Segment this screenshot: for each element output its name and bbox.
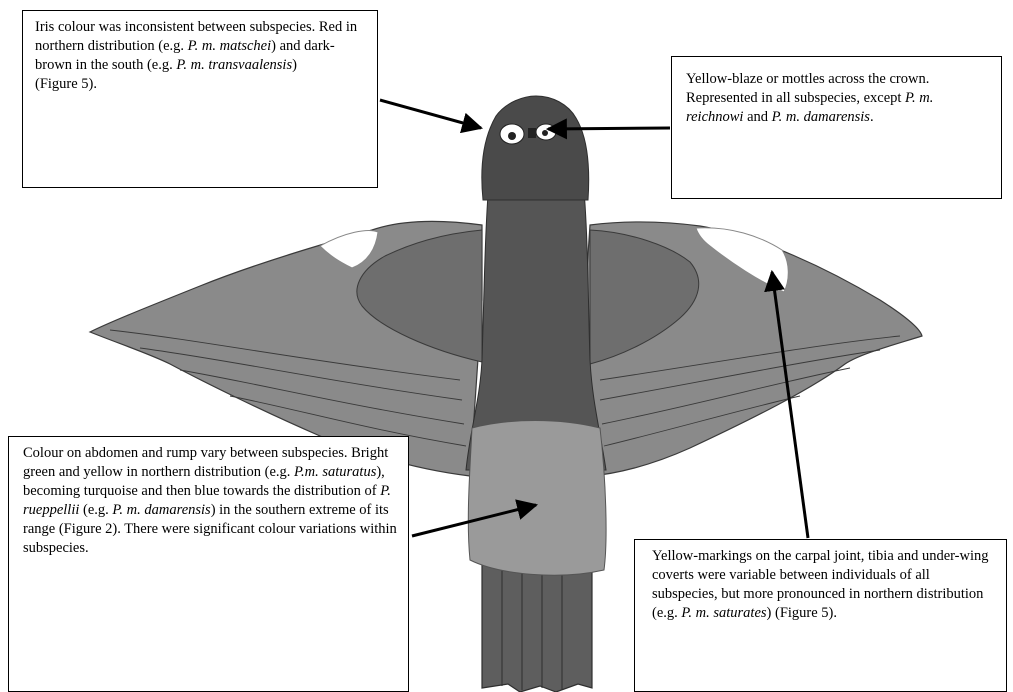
- callout-abdomen-colour: Colour on abdomen and rump vary between …: [8, 436, 409, 692]
- right-pupil: [542, 130, 548, 136]
- head: [482, 96, 589, 200]
- species-name: P. m. damarensis: [112, 502, 210, 518]
- callout-iris-colour: Iris colour was inconsistent between sub…: [22, 10, 378, 188]
- callout-text: ): [292, 57, 297, 73]
- callout-text: (e.g.: [79, 502, 112, 518]
- species-name: P.m. saturatus: [294, 464, 376, 480]
- species-name: P. m. damarensis: [772, 109, 870, 125]
- species-name: P. m. matschei: [188, 38, 272, 54]
- callout-text: ) (Figure 5).: [767, 605, 837, 621]
- callout-crown-blaze: Yellow-blaze or mottles across the crown…: [671, 56, 1002, 199]
- arrow-crown: [548, 128, 670, 129]
- arrow-iris: [380, 100, 481, 128]
- callout-text: and: [743, 109, 771, 125]
- callout-text: .: [870, 109, 874, 125]
- callout-text: (Figure 5).: [35, 76, 97, 92]
- abdomen: [468, 421, 606, 576]
- species-name: P. m. saturates: [681, 605, 766, 621]
- callout-text: Yellow-blaze or mottles across the crown…: [686, 71, 929, 106]
- tail: [482, 560, 592, 692]
- crown-marking: [528, 128, 536, 138]
- left-pupil: [508, 132, 516, 140]
- callout-carpal-markings: Yellow-markings on the carpal joint, tib…: [634, 539, 1007, 692]
- species-name: P. m. transvaalensis: [176, 57, 292, 73]
